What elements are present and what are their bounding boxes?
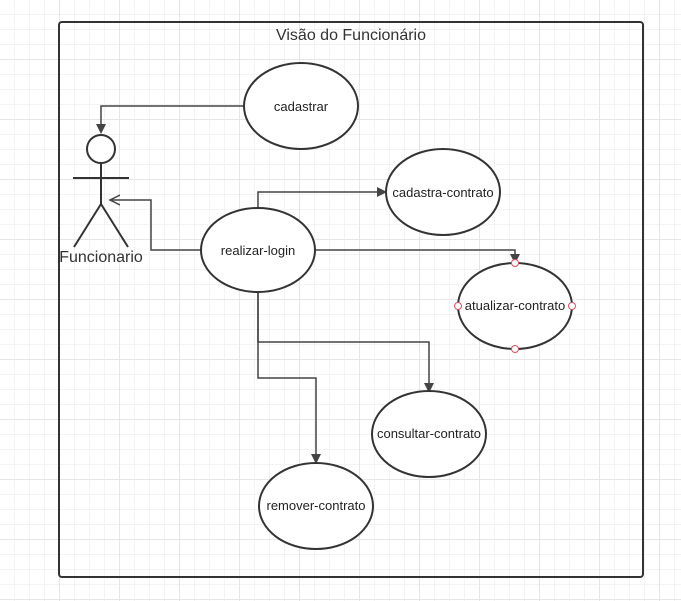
actor-funcionario[interactable]: Funcionario bbox=[59, 134, 143, 266]
connector-login-consultar-contrato[interactable] bbox=[257, 292, 434, 393]
actor-label: Funcionario bbox=[59, 249, 143, 266]
connector-login-actor[interactable] bbox=[110, 200, 201, 251]
connector-login-remover-contrato[interactable] bbox=[257, 292, 321, 464]
selection-handle-top[interactable] bbox=[511, 259, 519, 267]
actor-left-leg bbox=[73, 203, 102, 248]
selection-handle-left[interactable] bbox=[454, 302, 462, 310]
connector-cadastrar-actor[interactable] bbox=[96, 105, 244, 134]
actor-head bbox=[86, 134, 116, 164]
use-case-atualizar-contrato[interactable]: atualizar-contrato bbox=[454, 259, 576, 353]
use-case-remover-contrato[interactable]: remover-contrato bbox=[258, 462, 374, 550]
connector-login-atualizar-contrato[interactable] bbox=[315, 249, 520, 264]
system-boundary[interactable] bbox=[58, 21, 644, 578]
system-title: Visão do Funcionário bbox=[276, 27, 426, 44]
use-case-cadastrar[interactable]: cadastrar bbox=[243, 62, 359, 150]
use-case-cadastra-contrato[interactable]: cadastra-contrato bbox=[385, 148, 501, 236]
use-case-consultar-contrato[interactable]: consultar-contrato bbox=[371, 390, 487, 478]
connector-login-cadastra-contrato[interactable] bbox=[257, 187, 387, 208]
selection-handle-bottom[interactable] bbox=[511, 345, 519, 353]
use-case-realizar-login[interactable]: realizar-login bbox=[200, 207, 316, 293]
use-case-label: atualizar-contrato bbox=[465, 298, 565, 313]
use-case-label: remover-contrato bbox=[267, 498, 366, 513]
selection-handle-right[interactable] bbox=[568, 302, 576, 310]
use-case-label: consultar-contrato bbox=[377, 426, 481, 441]
use-case-label: cadastrar bbox=[274, 99, 329, 114]
use-case-label: realizar-login bbox=[221, 243, 295, 258]
use-case-label: cadastra-contrato bbox=[392, 185, 493, 200]
actor-right-leg bbox=[100, 203, 129, 248]
